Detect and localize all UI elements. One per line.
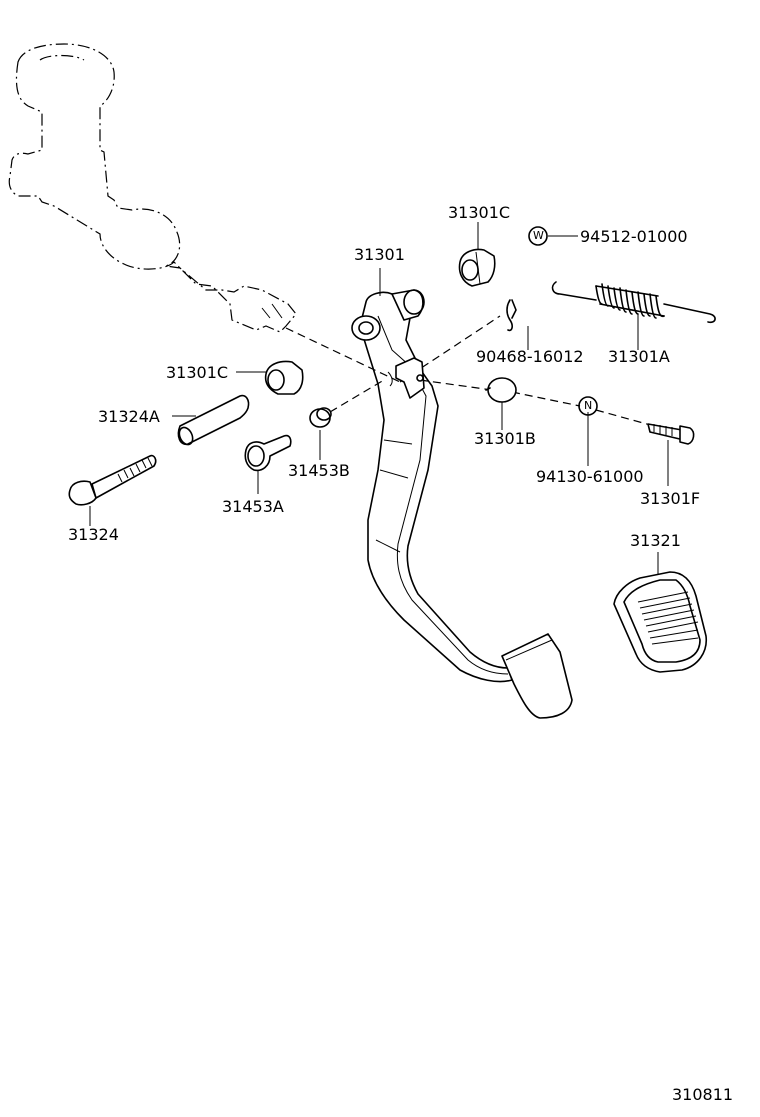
label-31321: 31321 [630, 531, 681, 550]
label-31301: 31301 [354, 245, 405, 264]
label-31301c-top: 31301C [448, 203, 511, 222]
pedal-arm [351, 289, 573, 719]
label-31453b: 31453B [288, 461, 350, 480]
bolt-31301f [647, 423, 695, 445]
sleeve-31324a [177, 394, 250, 446]
collar-31453b [309, 407, 332, 428]
bolt-31324 [68, 454, 157, 506]
label-90468-16012: 90468-16012 [476, 347, 584, 366]
nut-symbol-letter: N [584, 399, 593, 412]
label-31301c-left: 31301C [166, 363, 229, 382]
master-cylinder-outline [8, 43, 297, 333]
label-31453a: 31453A [222, 497, 284, 516]
clip-90468 [506, 299, 517, 332]
label-31324a: 31324A [98, 407, 160, 426]
washer-symbol [528, 226, 548, 246]
washer-symbol-letter: W [533, 229, 544, 242]
label-31301f: 31301F [640, 489, 701, 508]
nut-symbol [578, 396, 598, 416]
pedal-pad-31321 [613, 571, 707, 673]
label-31301b: 31301B [474, 429, 536, 448]
figure-number: 310811 [672, 1085, 734, 1104]
leader-lines [89, 222, 669, 574]
bushing-31301c-left [264, 360, 304, 395]
cushion-31301b [485, 377, 517, 403]
label-31324: 31324 [68, 525, 119, 544]
label-31301a: 31301A [608, 347, 670, 366]
label-94512-01000: 94512-01000 [580, 227, 688, 246]
bushing-31301c-top [458, 248, 496, 287]
spring-31301a [551, 281, 716, 324]
pin-31453a [244, 434, 292, 472]
label-94130-61000: 94130-61000 [536, 467, 644, 486]
